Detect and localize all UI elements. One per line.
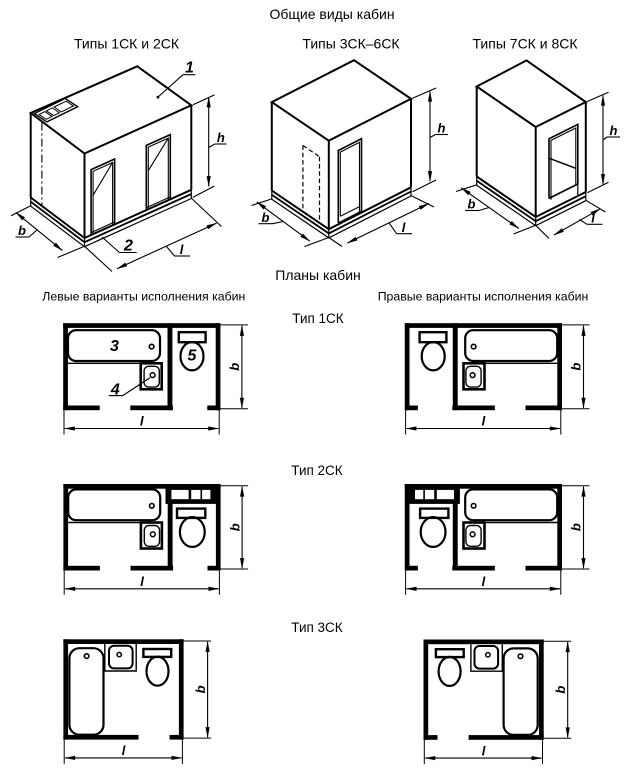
svg-text:5: 5 [187, 348, 197, 365]
svg-text:Левые варианты исполнения каби: Левые варианты исполнения кабин [42, 289, 245, 303]
svg-text:b: b [468, 197, 476, 212]
svg-text:h: h [610, 123, 618, 138]
svg-text:Планы кабин: Планы кабин [275, 267, 361, 283]
svg-text:Общие виды кабин: Общие виды кабин [269, 6, 394, 22]
svg-text:l: l [591, 211, 595, 226]
svg-text:Типы 3СК–6СК: Типы 3СК–6СК [302, 36, 400, 52]
svg-text:2: 2 [123, 238, 133, 255]
svg-text:Тип 3СК: Тип 3СК [291, 620, 343, 635]
svg-text:l: l [122, 743, 126, 758]
svg-text:l: l [482, 743, 486, 758]
svg-text:Тип 1СК: Тип 1СК [292, 311, 344, 326]
svg-text:l: l [180, 242, 184, 257]
svg-text:b: b [18, 223, 26, 238]
svg-text:Правые варианты исполнения каб: Правые варианты исполнения кабин [378, 289, 589, 303]
svg-text:1: 1 [185, 60, 194, 77]
svg-text:l: l [482, 574, 486, 589]
svg-text:Типы 7СК и 8СК: Типы 7СК и 8СК [473, 36, 579, 52]
svg-text:Тип 2СК: Тип 2СК [291, 463, 343, 478]
svg-text:b: b [569, 363, 584, 371]
svg-text:b: b [262, 210, 270, 225]
svg-text:l: l [140, 574, 144, 589]
svg-text:3: 3 [110, 338, 119, 355]
svg-text:b: b [227, 363, 242, 371]
svg-text:b: b [193, 685, 208, 693]
svg-text:l: l [140, 414, 144, 429]
svg-text:b: b [569, 523, 584, 531]
svg-text:h: h [217, 130, 225, 145]
svg-text:b: b [227, 523, 242, 531]
svg-text:4: 4 [110, 382, 120, 399]
svg-text:h: h [438, 121, 446, 136]
svg-text:l: l [402, 220, 406, 235]
svg-text:b: b [553, 686, 568, 694]
svg-text:l: l [482, 414, 486, 429]
svg-text:Типы 1СК и 2СК: Типы 1СК и 2СК [74, 36, 180, 52]
